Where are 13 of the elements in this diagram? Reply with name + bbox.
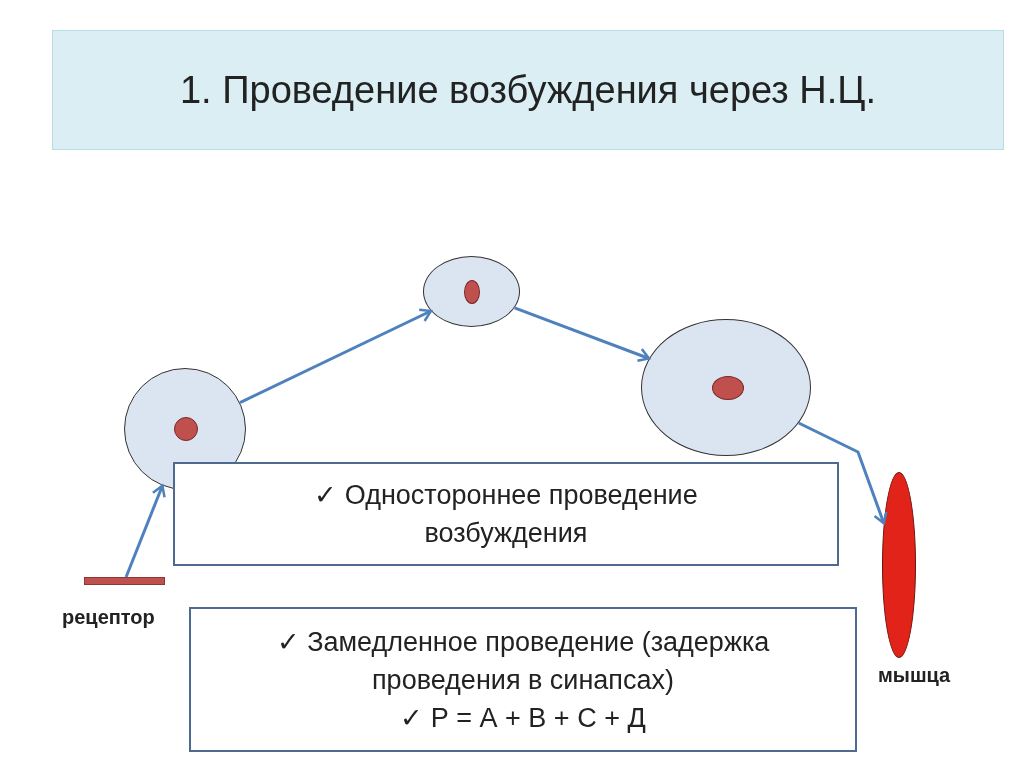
arrow [514,306,651,363]
bullet-text: ✓ Одностороннее проведение возбуждения [313,479,699,550]
node-caption: рецептор [62,606,155,629]
bullet-text: ✓ Р = А + В + С + Д [400,701,646,735]
arrow [798,421,888,525]
bullet-text: ✓ Замедленное проведение (задержка проведения в синапсах) [275,625,771,697]
node-caption: мышца [878,664,951,687]
note-box [189,607,857,752]
note-box [173,462,839,566]
arrow [124,484,166,578]
receptor-bar [84,577,165,585]
arrow [239,308,433,404]
title: 1. Проведение возбуждения через Н.Ц. [180,68,876,112]
